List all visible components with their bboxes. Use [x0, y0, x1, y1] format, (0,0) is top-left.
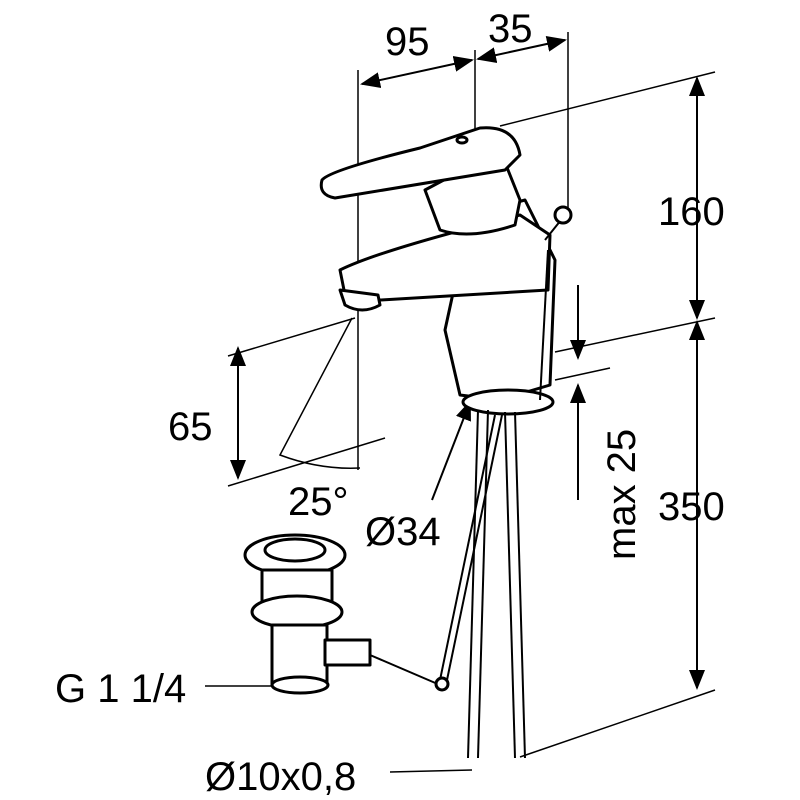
label-hose-length: 350: [658, 485, 725, 529]
hoses: [439, 409, 526, 759]
drain-assembly: [243, 533, 450, 695]
label-lever-offset: 35: [488, 7, 533, 51]
label-spout-reach: 95: [385, 20, 430, 64]
label-drain-thread: G 1 1/4: [55, 667, 186, 711]
dimension-lines: [205, 36, 705, 773]
label-max-deck: max 25: [600, 429, 644, 560]
label-base-diameter: Ø34: [365, 510, 441, 554]
label-spout-height: 65: [168, 405, 213, 449]
label-height: 160: [658, 190, 725, 234]
label-hose-diameter: Ø10x0,8: [205, 755, 356, 799]
label-angle: 25°: [288, 480, 349, 524]
faucet-body: [319, 126, 573, 416]
